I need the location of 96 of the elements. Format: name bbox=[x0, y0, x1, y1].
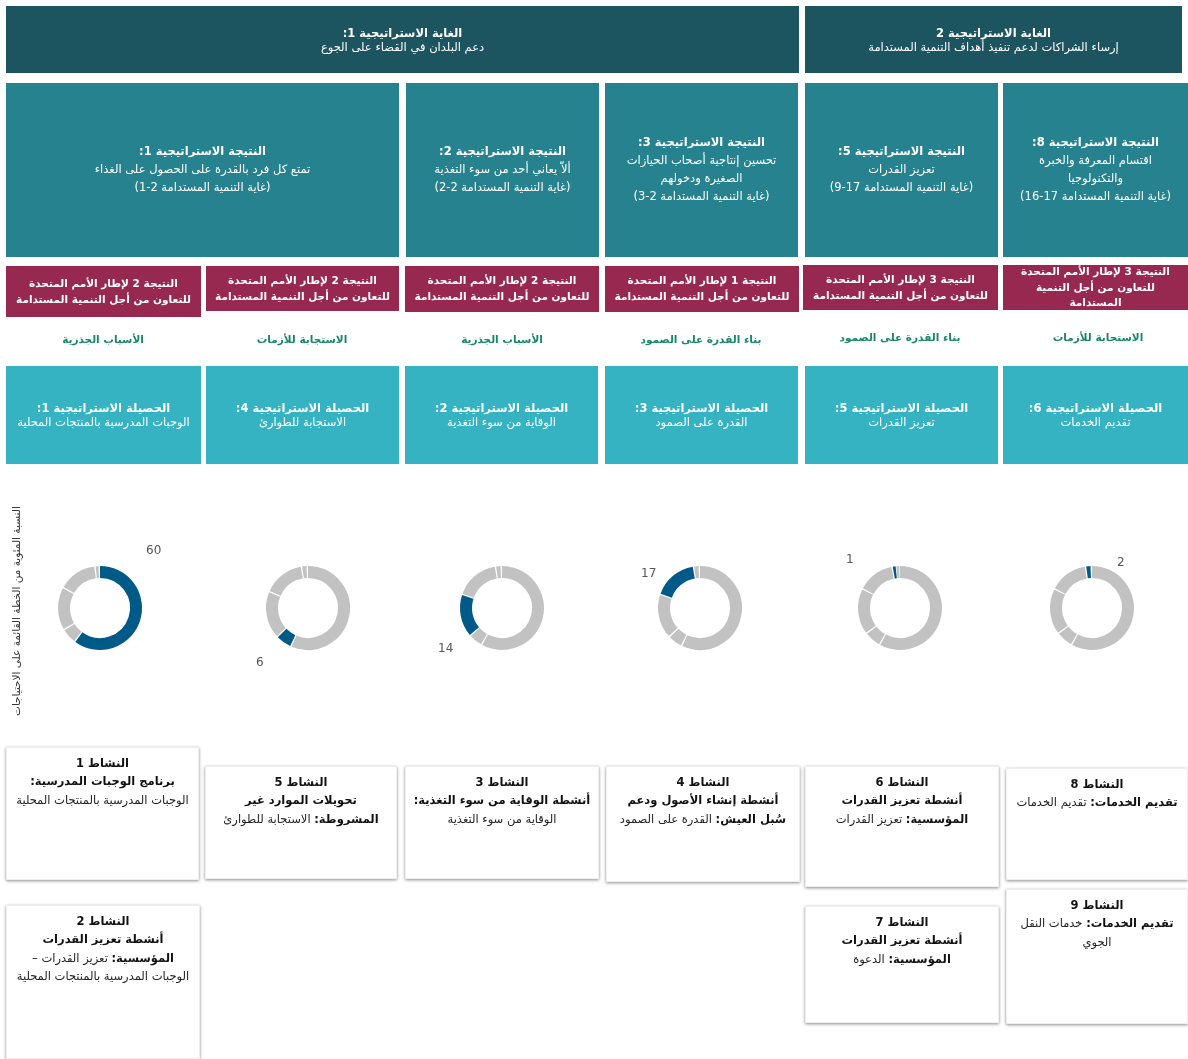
box-heading: النشاط 8 bbox=[1070, 776, 1124, 793]
activity-card bbox=[6, 905, 200, 1059]
outcome-box bbox=[1003, 83, 1188, 257]
framework-outcome-box bbox=[405, 266, 599, 312]
box-heading: الغاية الاستراتيجية 1: bbox=[342, 25, 463, 40]
activity-card bbox=[205, 766, 397, 879]
box-text: (غاية التنمية المستدامة 17-9) bbox=[829, 178, 974, 196]
framework-outcome-box bbox=[803, 265, 998, 310]
box-heading: الحصيلة الاستراتيجية 5: bbox=[834, 401, 969, 415]
value-label: 14 bbox=[438, 641, 454, 655]
box-heading: الحصيلة الاستراتيجية 6: bbox=[1028, 401, 1163, 415]
box-heading: الحصيلة الاستراتيجية 3: bbox=[634, 401, 769, 415]
axis-title: النسبة المئوية من الخطة القائمة على الاحتياجات bbox=[10, 506, 22, 716]
box-text: (غاية التنمية المستدامة 17-16) bbox=[1020, 187, 1171, 205]
box-text: تعزيز القدرات bbox=[868, 161, 935, 179]
activity-card bbox=[405, 766, 599, 879]
box-heading: النشاط 5 bbox=[274, 774, 328, 791]
goal-banner bbox=[6, 6, 799, 73]
box-text: تمتع كل فرد بالقدرة على الحصول على الغذاء bbox=[94, 161, 311, 179]
goal-banner bbox=[805, 6, 1182, 73]
box-heading: النتيجة الاستراتيجية 5: bbox=[838, 143, 965, 161]
framework-outcome-box bbox=[1003, 265, 1188, 310]
box-text: النتيجة 1 لإطار الأمم المتحدة للتعاون من أجل التنمية المستدامة bbox=[613, 273, 791, 305]
pillar-label: بناء القدرة على الصمود bbox=[839, 331, 961, 343]
pillar-label: الاستجابة للأزمات bbox=[1052, 331, 1144, 343]
output-box bbox=[805, 366, 998, 464]
box-heading: الحصيلة الاستراتيجية 1: bbox=[36, 401, 171, 415]
box-text: تقديم الخدمات: تقديم الخدمات bbox=[1016, 794, 1178, 812]
box-heading: النشاط 1 bbox=[76, 755, 129, 772]
output-box bbox=[405, 366, 598, 464]
box-text: (غاية التنمية المستدامة 2-2) bbox=[434, 178, 571, 196]
box-text: الوقاية من سوء التغذية bbox=[447, 415, 556, 429]
box-text: تحويلات الموارد غير المشروطة: الاستجابة للطوارئ bbox=[222, 792, 380, 829]
box-heading: النتيجة الاستراتيجية 3: bbox=[638, 134, 765, 152]
box-text: تقديم الخدمات bbox=[1060, 415, 1131, 429]
box-text: أنشطة الوقاية من سوء التغذية: الوقاية من سوء التغذية bbox=[412, 791, 592, 828]
box-text: النتيجة 2 لإطار الأمم المتحدة للتعاون من أجل التنمية المستدامة bbox=[214, 272, 391, 305]
box-text: ألاّ يعاني أحد من سوء التغذية bbox=[434, 161, 571, 179]
activity-card bbox=[6, 747, 199, 880]
framework-outcome-box bbox=[6, 266, 201, 317]
box-heading: الحصيلة الاستراتيجية 4: bbox=[235, 401, 370, 415]
outcome-box bbox=[805, 83, 998, 257]
box-text: الوجبات المدرسية بالمنتجات المحلية bbox=[17, 415, 190, 429]
box-heading: النشاط 4 bbox=[676, 774, 730, 791]
box-text: النتيجة 2 لإطار الأمم المتحدة للتعاون من أجل التنمية المستدامة bbox=[15, 275, 192, 308]
box-text: برنامج الوجبات المدرسية: الوجبات المدرسية بالمنتجات المحلية bbox=[15, 773, 190, 809]
box-text: النتيجة 2 لإطار الأمم المتحدة للتعاون من أجل التنمية المستدامة bbox=[413, 273, 591, 305]
output-box bbox=[6, 366, 201, 464]
activity-card bbox=[805, 766, 999, 887]
box-text: إرساء الشراكات لدعم تنفيذ أهداف التنمية المستدامة bbox=[868, 39, 1119, 54]
outcome-box bbox=[605, 83, 798, 257]
value-label: 6 bbox=[256, 655, 264, 669]
pillar-label: الأسباب الجذرية bbox=[62, 333, 144, 345]
pillar-label: بناء القدرة على الصمود bbox=[640, 333, 762, 345]
outcome-box bbox=[406, 83, 599, 257]
output-box bbox=[605, 366, 798, 464]
activity-card bbox=[606, 766, 800, 882]
box-text: النتيجة 3 لإطار الأمم المتحدة للتعاون من أجل التنمية المستدامة bbox=[1020, 263, 1171, 311]
box-heading: النشاط 9 bbox=[1070, 897, 1124, 914]
box-text: تعزيز القدرات bbox=[868, 415, 935, 429]
output-box bbox=[1003, 366, 1188, 464]
box-text: تحسين إنتاجية أصحاب الحيازات الصغيرة ودخولهم bbox=[625, 152, 778, 187]
output-box bbox=[206, 366, 399, 464]
value-label: 1 bbox=[846, 552, 854, 566]
box-heading: النشاط 7 bbox=[875, 914, 929, 931]
box-text: أنشطة تعزيز القدرات المؤسسية: تعزيز القدرات – الوجبات المدرسية بالمنتجات المحلية bbox=[15, 930, 191, 986]
box-text: تقديم الخدمات: خدمات النقل الجوي bbox=[1019, 915, 1175, 951]
box-heading: الحصيلة الاستراتيجية 2: bbox=[434, 401, 569, 415]
box-text: أنشطة إنشاء الأصول ودعم سُبل العيش: القدرة على الصمود bbox=[618, 791, 788, 828]
box-text: (غاية التنمية المستدامة 2-3) bbox=[633, 187, 770, 205]
framework-outcome-box bbox=[605, 266, 799, 312]
box-heading: النتيجة الاستراتيجية 2: bbox=[439, 143, 566, 161]
box-text: النتيجة 3 لإطار الأمم المتحدة للتعاون من أجل التنمية المستدامة bbox=[812, 271, 989, 304]
box-text: أنشطة تعزيز القدرات المؤسسية: الدعوة bbox=[840, 931, 964, 969]
framework-outcome-box bbox=[206, 266, 399, 311]
box-text: (غاية التنمية المستدامة 2-1) bbox=[134, 178, 271, 196]
box-text: القدرة على الصمود bbox=[655, 415, 748, 429]
pillar-label: الأسباب الجذرية bbox=[461, 333, 543, 345]
box-heading: النتيجة الاستراتيجية 8: bbox=[1032, 134, 1159, 152]
box-heading: النشاط 3 bbox=[475, 774, 529, 791]
pillar-label: الاستجابة للأزمات bbox=[256, 333, 348, 345]
box-heading: الغاية الاستراتيجية 2 bbox=[936, 25, 1051, 40]
activity-card bbox=[1006, 768, 1188, 880]
activity-card bbox=[1006, 889, 1188, 1024]
box-heading: النتيجة الاستراتيجية 1: bbox=[139, 143, 266, 161]
value-label: 2 bbox=[1117, 555, 1125, 569]
box-text: اقتسام المعرفة والخبرة والتكنولوجيا bbox=[1038, 152, 1153, 187]
value-label: 60 bbox=[146, 543, 162, 557]
box-heading: النشاط 2 bbox=[76, 913, 130, 930]
box-text: أنشطة تعزيز القدرات المؤسسية: تعزيز القدرات bbox=[834, 791, 970, 829]
box-heading: النشاط 6 bbox=[875, 774, 929, 791]
box-text: دعم البلدان في القضاء على الجوع bbox=[320, 39, 485, 54]
box-text: الاستجابة للطوارئ bbox=[258, 415, 347, 429]
outcome-box bbox=[6, 83, 399, 257]
value-label: 17 bbox=[641, 566, 657, 580]
activity-card bbox=[805, 906, 999, 1023]
